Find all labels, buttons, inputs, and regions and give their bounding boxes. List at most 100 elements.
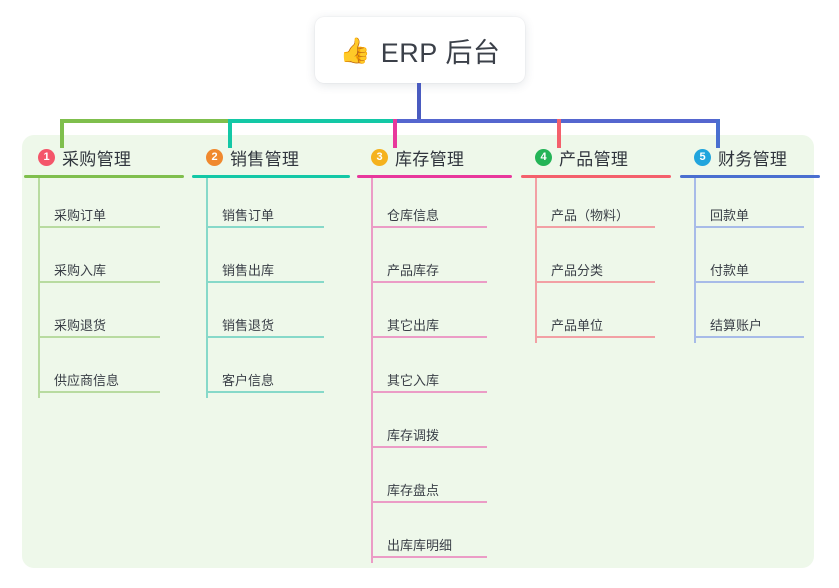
root-node[interactable]: 👍 ERP 后台 — [315, 17, 525, 83]
subitem[interactable]: 采购订单 — [24, 178, 184, 233]
subitem[interactable]: 其它出库 — [357, 288, 512, 343]
subitem[interactable]: 客户信息 — [192, 343, 350, 398]
subitem[interactable]: 产品库存 — [357, 233, 512, 288]
subitem[interactable]: 结算账户 — [680, 288, 820, 343]
subitem-label: 出库库明细 — [387, 538, 453, 553]
subitem-underline — [38, 336, 160, 338]
subitem-underline — [535, 281, 655, 283]
subitem-label: 付款单 — [710, 263, 750, 278]
category-header-库存管理[interactable]: 3 库存管理 — [357, 144, 512, 170]
subitem-label: 产品（物料） — [551, 208, 630, 223]
subitem[interactable]: 库存调拨 — [357, 398, 512, 453]
subitem-label: 产品分类 — [551, 263, 604, 278]
subitem-underline — [371, 556, 487, 558]
connector-bar-segment-3 — [393, 119, 720, 123]
category-underline — [24, 175, 184, 178]
subitem-underline — [371, 226, 487, 228]
subitem-label: 采购入库 — [54, 263, 107, 278]
subitem-spine — [206, 178, 208, 398]
connector-trunk — [417, 83, 421, 123]
subitem-underline — [535, 226, 655, 228]
subitem[interactable]: 出库库明细 — [357, 508, 512, 563]
connector-drop-1 — [60, 119, 64, 148]
subitem-label: 销售订单 — [222, 208, 275, 223]
subitem-label: 采购退货 — [54, 318, 107, 333]
category-underline — [680, 175, 820, 178]
subitem[interactable]: 供应商信息 — [24, 343, 184, 398]
connector-drop-5 — [716, 119, 720, 148]
subitem-label: 回款单 — [710, 208, 750, 223]
subitem-label: 结算账户 — [710, 318, 763, 333]
category-badge-4: 4 — [535, 148, 552, 166]
category-column-采购管理: 1 采购管理采购订单采购入库采购退货供应商信息 — [24, 144, 184, 398]
subitem[interactable]: 付款单 — [680, 233, 820, 288]
subitem-label: 库存盘点 — [387, 483, 440, 498]
category-column-库存管理: 3 库存管理仓库信息产品库存其它出库其它入库库存调拨库存盘点出库库明细 — [357, 144, 512, 563]
subitem[interactable]: 产品单位 — [521, 288, 671, 343]
connector-drop-3 — [393, 119, 397, 148]
subitem[interactable]: 采购退货 — [24, 288, 184, 343]
content-panel — [22, 135, 814, 568]
subitem-underline — [38, 281, 160, 283]
subitem[interactable]: 采购入库 — [24, 233, 184, 288]
subitem-label: 其它出库 — [387, 318, 440, 333]
subitem-underline — [371, 391, 487, 393]
thumbs-up-icon: 👍 — [339, 36, 371, 65]
subitem-label: 客户信息 — [222, 373, 275, 388]
connector-drop-2 — [228, 119, 232, 148]
category-title: 产品管理 — [559, 149, 629, 169]
subitem-label: 采购订单 — [54, 208, 107, 223]
subitem-spine — [371, 178, 373, 563]
subitem-label: 产品库存 — [387, 263, 440, 278]
subitem[interactable]: 销售出库 — [192, 233, 350, 288]
subitem-spine — [694, 178, 696, 343]
category-badge-1: 1 — [38, 148, 55, 166]
category-title: 库存管理 — [395, 149, 465, 169]
subitem-list: 采购订单采购入库采购退货供应商信息 — [24, 178, 184, 398]
subitem[interactable]: 仓库信息 — [357, 178, 512, 233]
subitem-spine — [38, 178, 40, 398]
subitem[interactable]: 其它入库 — [357, 343, 512, 398]
connector-drop-4 — [557, 119, 561, 148]
category-column-产品管理: 4 产品管理产品（物料） 产品分类产品单位 — [521, 144, 671, 343]
subitem-underline — [206, 226, 324, 228]
category-underline — [192, 175, 350, 178]
category-underline — [357, 175, 512, 178]
category-title: 销售管理 — [230, 149, 300, 169]
subitem-underline — [694, 336, 804, 338]
subitem-label: 产品单位 — [551, 318, 604, 333]
subitem[interactable]: 销售退货 — [192, 288, 350, 343]
category-header-产品管理[interactable]: 4 产品管理 — [521, 144, 671, 170]
category-column-财务管理: 5 财务管理回款单付款单结算账户 — [680, 144, 820, 343]
subitem[interactable]: 回款单 — [680, 178, 820, 233]
subitem-list: 回款单付款单结算账户 — [680, 178, 820, 343]
subitem-label: 销售出库 — [222, 263, 275, 278]
subitem[interactable]: 产品分类 — [521, 233, 671, 288]
category-underline — [521, 175, 671, 178]
category-title: 采购管理 — [62, 149, 132, 169]
connector-bar-segment-1 — [60, 119, 228, 123]
subitem[interactable]: 库存盘点 — [357, 453, 512, 508]
connector-bar-segment-2 — [228, 119, 393, 123]
subitem-spine — [535, 178, 537, 343]
subitem-underline — [206, 281, 324, 283]
category-badge-3: 3 — [371, 148, 388, 166]
category-title: 财务管理 — [718, 149, 788, 169]
subitem[interactable]: 销售订单 — [192, 178, 350, 233]
subitem-label: 仓库信息 — [387, 208, 440, 223]
category-header-采购管理[interactable]: 1 采购管理 — [24, 144, 184, 170]
subitem-label: 销售退货 — [222, 318, 275, 333]
subitem-underline — [371, 281, 487, 283]
category-badge-2: 2 — [206, 148, 223, 166]
category-header-财务管理[interactable]: 5 财务管理 — [680, 144, 820, 170]
category-header-销售管理[interactable]: 2 销售管理 — [192, 144, 350, 170]
subitem[interactable]: 产品（物料） — [521, 178, 671, 233]
subitem-underline — [535, 336, 655, 338]
category-badge-5: 5 — [694, 148, 711, 166]
subitem-underline — [371, 446, 487, 448]
subitem-label: 其它入库 — [387, 373, 440, 388]
subitem-underline — [694, 281, 804, 283]
subitem-underline — [694, 226, 804, 228]
subitem-underline — [371, 336, 487, 338]
